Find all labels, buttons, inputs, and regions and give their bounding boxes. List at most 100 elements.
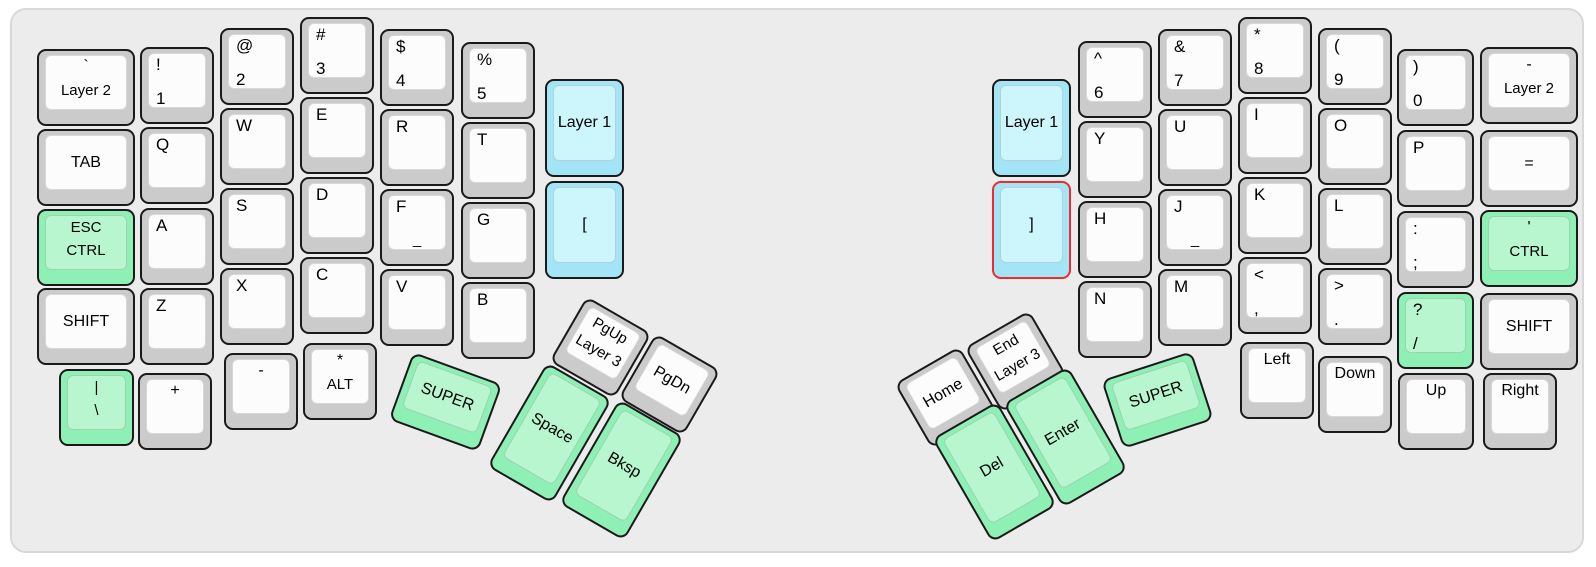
key-u[interactable]: U (1158, 109, 1232, 186)
key-b[interactable]: B (461, 282, 535, 359)
key-up-key[interactable]: Up (1398, 373, 1474, 450)
key-label: V (396, 277, 408, 296)
key-label: ( (1334, 36, 1340, 55)
key-label: > (1334, 276, 1344, 295)
key-label: Layer 1 (1004, 114, 1059, 132)
key-q[interactable]: Q (140, 127, 214, 204)
key-g[interactable]: G (461, 202, 535, 279)
key-p[interactable]: P (1397, 130, 1474, 207)
key-label: X (236, 276, 248, 295)
keycap-top: @2 (228, 34, 286, 89)
key-pct-5[interactable]: %5 (461, 42, 535, 119)
key-caret-6[interactable]: ^6 (1078, 41, 1152, 118)
key-amp-7[interactable]: &7 (1158, 29, 1232, 106)
key-label: < (1254, 265, 1264, 284)
key-question-slash[interactable]: ?/ (1397, 292, 1474, 369)
keycap-top: SHIFT (1488, 299, 1570, 354)
key-label: SUPER (418, 379, 476, 415)
key-h[interactable]: H (1078, 201, 1152, 278)
key-right-key[interactable]: Right (1483, 373, 1557, 450)
keycap-top: ?/ (1405, 298, 1466, 353)
key-layer1-left[interactable]: Layer 1 (545, 79, 624, 177)
key-label: # (316, 25, 326, 44)
key-minus[interactable]: - (224, 353, 298, 430)
key-label: 5 (477, 84, 487, 103)
key-excl-1[interactable]: !1 (140, 47, 214, 124)
key-rbracket[interactable]: ] (992, 181, 1071, 279)
key-plus[interactable]: + (138, 373, 212, 450)
key-w[interactable]: W (220, 108, 294, 185)
key-label: L (1334, 196, 1344, 215)
key-layer2-left[interactable]: `Layer 2 (37, 49, 135, 126)
keycap-top: :; (1405, 217, 1466, 272)
key-label: Home (919, 374, 966, 411)
keycap-top: X (228, 274, 286, 329)
key-hash-3[interactable]: #3 (300, 17, 374, 94)
key-label: H (1094, 209, 1107, 228)
keycap-top: B (469, 288, 527, 343)
key-y[interactable]: Y (1078, 121, 1152, 198)
key-shift-left[interactable]: SHIFT (37, 288, 135, 365)
key-n[interactable]: N (1078, 281, 1152, 358)
key-k[interactable]: K (1238, 177, 1312, 254)
key-c[interactable]: C (300, 257, 374, 334)
key-shift-right[interactable]: SHIFT (1480, 293, 1578, 370)
keycap-top: #3 (308, 23, 366, 78)
key-a[interactable]: A (140, 208, 214, 285)
key-label: : (1413, 219, 1418, 238)
key-label: E (316, 105, 328, 124)
key-i[interactable]: I (1238, 97, 1312, 174)
key-label: ] (1029, 216, 1034, 234)
key-label: K (1254, 185, 1266, 204)
keycap-top: K (1246, 183, 1304, 238)
key-d[interactable]: D (300, 177, 374, 254)
key-label: SUPER (1126, 378, 1185, 412)
key-down-key[interactable]: Down (1318, 356, 1392, 433)
keycap-top: Right (1491, 379, 1549, 434)
key-rparen-0[interactable]: )0 (1397, 49, 1474, 126)
key-label: I (1254, 105, 1259, 124)
key-r[interactable]: R (380, 109, 454, 186)
key-m[interactable]: M (1158, 269, 1232, 346)
key-at-2[interactable]: @2 (220, 28, 294, 105)
key-tab[interactable]: TAB (37, 129, 135, 206)
key-layer1-right[interactable]: Layer 1 (992, 79, 1071, 177)
key-lbracket[interactable]: [ (545, 181, 624, 279)
key-label: G (477, 210, 491, 229)
key-label: Z (156, 296, 167, 315)
key-lt-comma[interactable]: <, (1238, 257, 1312, 334)
key-star-8[interactable]: *8 (1238, 17, 1312, 94)
key-v[interactable]: V (380, 269, 454, 346)
key-equals[interactable]: = (1480, 130, 1578, 207)
keycap-top: L (1326, 194, 1384, 249)
key-label: T (477, 130, 488, 149)
keycap-top: Y (1086, 127, 1144, 182)
keycap-top: Layer 1 (553, 85, 616, 161)
key-z[interactable]: Z (140, 288, 214, 365)
keycap-top: Up (1406, 379, 1466, 434)
key-quote-ctrl[interactable]: 'CTRL (1480, 210, 1578, 287)
key-pipe-backslash[interactable]: |\ (59, 369, 134, 446)
key-left-key[interactable]: Left (1240, 342, 1314, 419)
key-l[interactable]: L (1318, 188, 1392, 265)
key-label: C (316, 265, 329, 284)
key-gt-period[interactable]: >. (1318, 268, 1392, 345)
key-label: ` (83, 58, 89, 75)
key-t[interactable]: T (461, 122, 535, 199)
key-e[interactable]: E (300, 97, 374, 174)
key-dollar-4[interactable]: $4 (380, 29, 454, 106)
key-label: % (477, 50, 493, 69)
keycap-top: %5 (469, 48, 527, 103)
key-lparen-9[interactable]: (9 (1318, 28, 1392, 105)
key-x[interactable]: X (220, 268, 294, 345)
key-o[interactable]: O (1318, 108, 1392, 185)
key-j[interactable]: J_ (1158, 189, 1232, 266)
key-star-alt[interactable]: *ALT (303, 343, 377, 420)
key-layer2-right[interactable]: -Layer 2 (1480, 47, 1578, 124)
key-label: P (1413, 138, 1425, 157)
key-s[interactable]: S (220, 188, 294, 265)
key-label: _ (412, 230, 422, 248)
key-f[interactable]: F_ (380, 189, 454, 266)
key-colon-semi[interactable]: :; (1397, 211, 1474, 288)
